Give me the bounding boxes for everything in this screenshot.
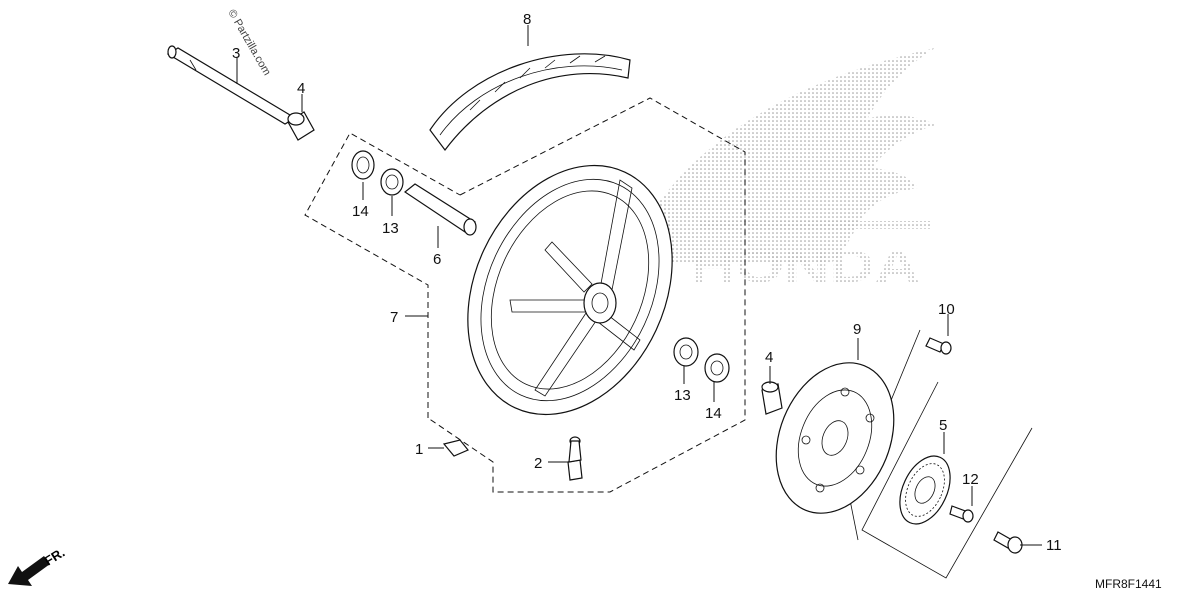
- disc-bolt: [925, 337, 952, 355]
- callout-14-left: 14: [352, 203, 369, 220]
- front-direction-arrow-icon: [8, 556, 50, 586]
- dust-seal-right: [673, 337, 699, 367]
- pulser-ring: [899, 455, 951, 525]
- collar-left: [287, 111, 315, 141]
- honda-wing-logo-icon: [650, 48, 935, 262]
- bearing-left: [351, 150, 375, 180]
- pulser-bolt: [949, 505, 974, 523]
- callout-2: 2: [534, 455, 542, 472]
- callout-6: 6: [433, 251, 441, 268]
- wheel-assembly-boundary: [304, 97, 746, 493]
- callout-10: 10: [938, 301, 955, 318]
- distance-collar: [403, 183, 477, 236]
- tire: [429, 53, 631, 151]
- callout-4-left: 4: [297, 80, 305, 97]
- callout-7: 7: [390, 309, 398, 326]
- wheel: [467, 164, 673, 416]
- callout-1: 1: [415, 441, 423, 458]
- callout-9: 9: [853, 321, 861, 338]
- callouts: 3 4 8 14 13 6 7 1 2 13 14 4 9 10 5 12 11: [232, 11, 1062, 554]
- callout-8: 8: [523, 11, 531, 28]
- flange-bolt: [993, 531, 1023, 554]
- callout-12: 12: [962, 471, 979, 488]
- callout-14-right: 14: [705, 405, 722, 422]
- callout-3: 3: [232, 45, 240, 62]
- watermark: © Partzilla.com: [225, 8, 272, 78]
- balance-weight: [442, 439, 469, 457]
- callout-13-right: 13: [674, 387, 691, 404]
- tire-valve: [567, 436, 583, 481]
- callout-11: 11: [1046, 537, 1062, 554]
- honda-logo-text: HONDA: [690, 240, 920, 292]
- bearing-right: [704, 353, 730, 383]
- collar-right: [761, 381, 783, 415]
- callout-13-left: 13: [382, 220, 399, 237]
- leader-lines: [236, 25, 1042, 546]
- callout-4-right: 4: [765, 349, 773, 366]
- callout-5: 5: [939, 417, 947, 434]
- brake-disc: [775, 362, 895, 514]
- diagram-code: MFR8F1441: [1095, 577, 1162, 591]
- dust-seal-left: [380, 168, 404, 196]
